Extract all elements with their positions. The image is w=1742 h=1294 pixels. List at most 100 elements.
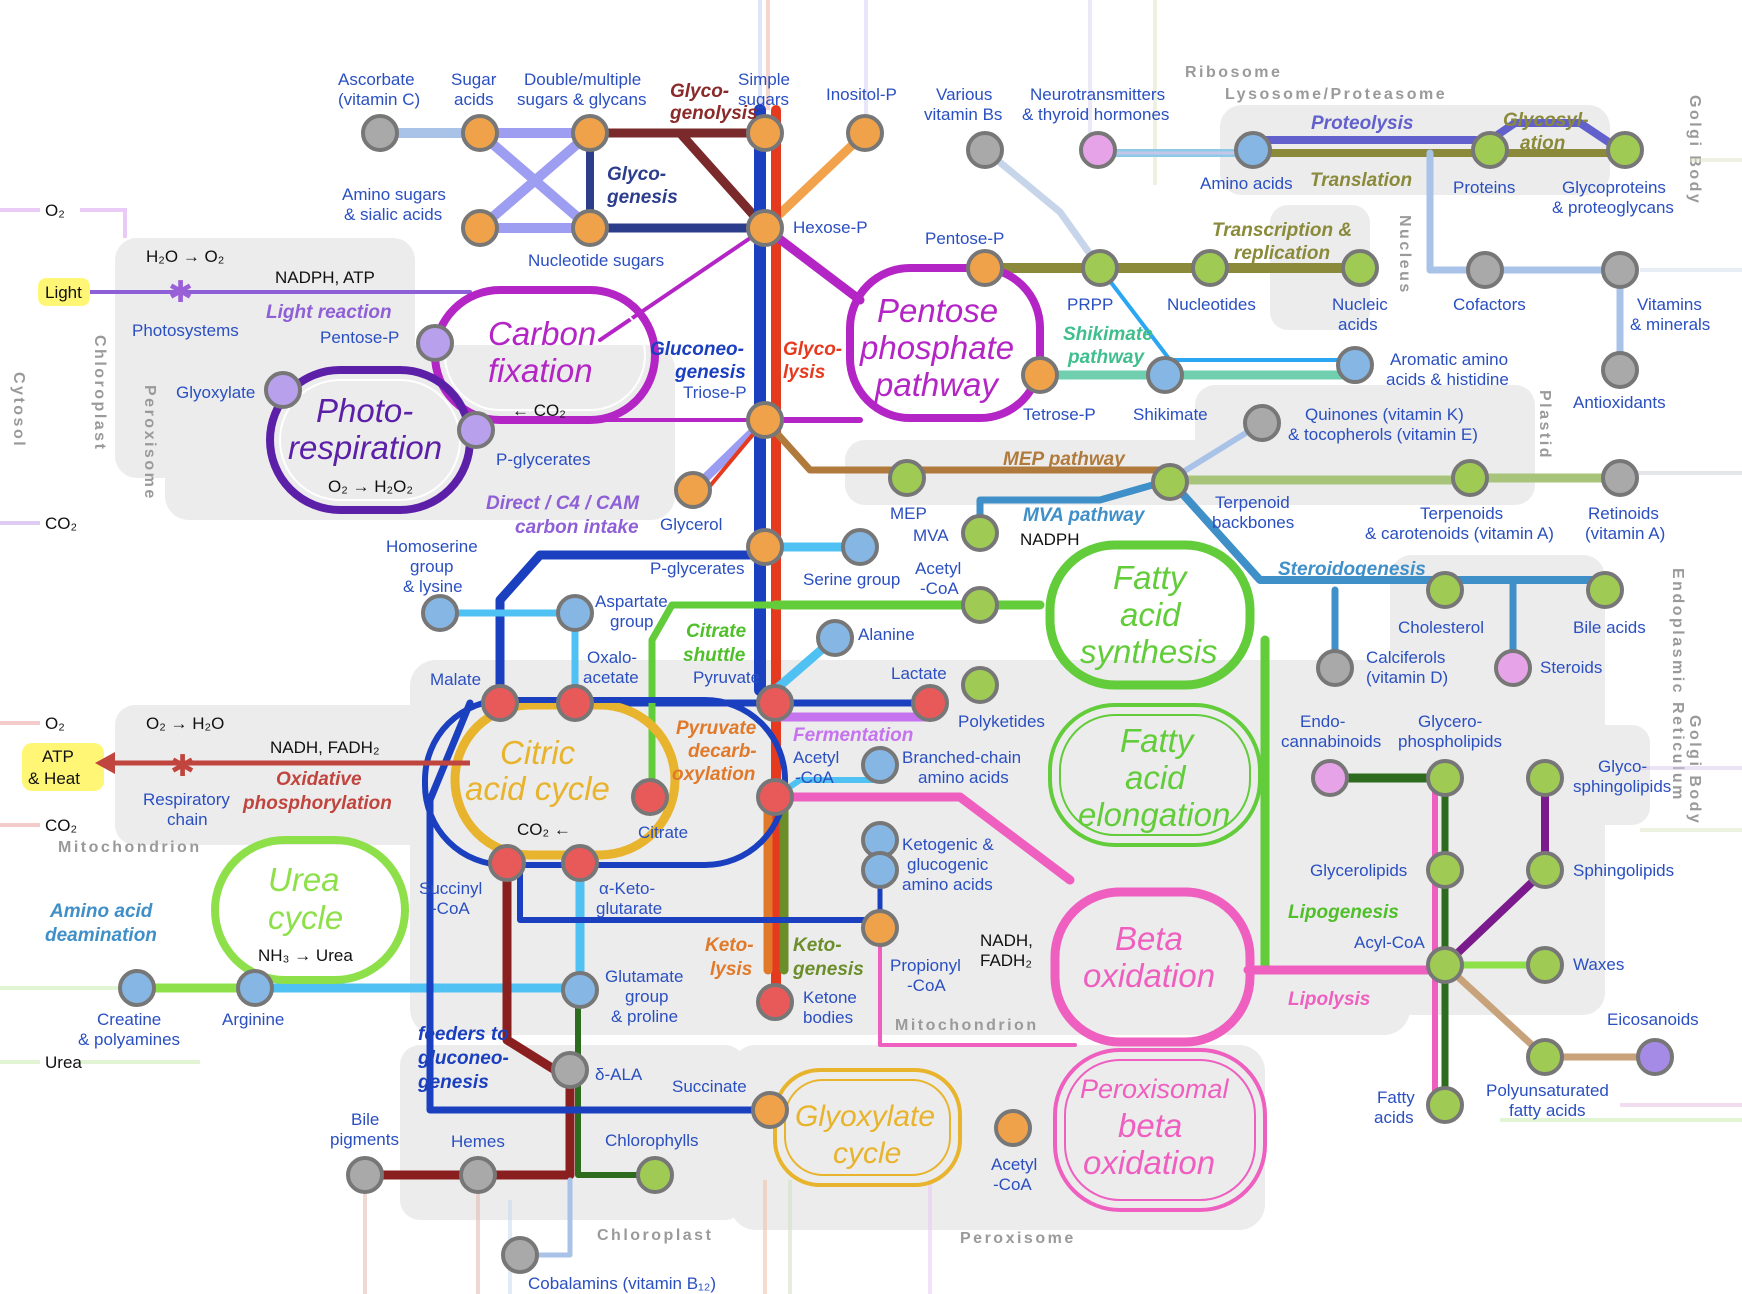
station-glyoxylate[interactable] <box>264 371 302 409</box>
station-ascorbate[interactable] <box>361 114 399 152</box>
station-ketone[interactable] <box>756 983 794 1021</box>
station-acetyl-perox[interactable] <box>994 1109 1032 1147</box>
glycolysis-label-1: Glyco- <box>783 339 842 360</box>
station-lactate[interactable] <box>911 684 949 722</box>
station-pufa[interactable] <box>1526 1038 1564 1076</box>
station-homoserine[interactable] <box>421 594 459 632</box>
station-tetrose[interactable] <box>1021 356 1059 394</box>
pyruvate-decarb-label-2: decarb- <box>688 741 757 762</box>
station-polyketides[interactable] <box>961 666 999 704</box>
station-cofactors[interactable] <box>1466 251 1504 289</box>
station-triose[interactable] <box>746 401 784 439</box>
station-fatty-acids[interactable] <box>1426 1086 1464 1124</box>
line-homoserine <box>495 550 770 708</box>
station-amino-acids[interactable] <box>1234 131 1272 169</box>
station-chlorophylls[interactable] <box>636 1156 674 1194</box>
station-inositol[interactable] <box>846 114 884 152</box>
station-mva[interactable] <box>961 514 999 552</box>
station-succinate[interactable] <box>751 1091 789 1129</box>
station-aromatic[interactable] <box>1336 346 1374 384</box>
station-retinoids[interactable] <box>1601 459 1639 497</box>
station-sugar-acids[interactable] <box>461 114 499 152</box>
station-calciferols[interactable] <box>1316 649 1354 687</box>
station-glutamate[interactable] <box>561 971 599 1009</box>
station-pentose-top[interactable] <box>966 249 1004 287</box>
station-glycerolipids[interactable] <box>1426 851 1464 889</box>
station-quinones[interactable] <box>1243 404 1281 442</box>
station-p-glycerates-top[interactable] <box>457 411 495 449</box>
light-badge[interactable] <box>38 278 90 306</box>
station-amino-sugars[interactable] <box>461 209 499 247</box>
station-aketo[interactable] <box>561 844 599 882</box>
station-simple-sugars[interactable] <box>746 114 784 152</box>
mitochondrion-region-center <box>410 660 1410 1035</box>
station-eicosanoids[interactable] <box>1636 1038 1674 1076</box>
cholesterol-label: Cholesterol <box>1398 618 1484 637</box>
station-steroids[interactable] <box>1494 649 1532 687</box>
station-prpp[interactable] <box>1081 249 1119 287</box>
station-endocannabinoids[interactable] <box>1311 759 1349 797</box>
station-p-glycerates[interactable] <box>746 528 784 566</box>
station-hexose[interactable] <box>746 209 784 247</box>
oxalo-label-1: Oxalo- <box>587 648 637 667</box>
carbon-fixation-label-1: Carbon <box>488 315 596 352</box>
station-glycoproteins[interactable] <box>1606 131 1644 169</box>
station-hemes[interactable] <box>459 1156 497 1194</box>
station-mep[interactable] <box>888 459 926 497</box>
station-pentose-cf[interactable] <box>416 324 454 362</box>
lactate-label: Lactate <box>891 664 947 683</box>
station-ala[interactable] <box>551 1051 589 1089</box>
station-neuro[interactable] <box>1079 131 1117 169</box>
station-terpenoids[interactable] <box>1451 459 1489 497</box>
station-glycerol[interactable] <box>674 471 712 509</box>
compartment-labels: Cytosol Chloroplast Peroxisome Mitochond… <box>10 64 1703 1247</box>
station-malate[interactable] <box>481 684 519 722</box>
pufa-label-2: fatty acids <box>1509 1101 1586 1120</box>
station-arginine[interactable] <box>236 969 274 1007</box>
station-bile-pigments[interactable] <box>346 1156 384 1194</box>
station-succinyl[interactable] <box>488 844 526 882</box>
station-glycosphingolipids[interactable] <box>1526 759 1564 797</box>
station-acetyl-top[interactable] <box>961 586 999 624</box>
station-double-sugars[interactable] <box>571 114 609 152</box>
station-bile-acids[interactable] <box>1586 571 1624 609</box>
peroxisome-label-bottom: Peroxisome <box>960 1230 1076 1247</box>
ribosome-label: Ribosome <box>1185 64 1282 81</box>
station-terpenoid-backbones[interactable] <box>1151 463 1189 501</box>
glyoxylate-cycle-label-2: cycle <box>833 1137 901 1170</box>
station-waxes[interactable] <box>1526 946 1564 984</box>
station-acetyl-mid[interactable] <box>756 778 794 816</box>
creatine-label-2: & polyamines <box>78 1030 180 1049</box>
station-glycerophospholipids[interactable] <box>1426 759 1464 797</box>
station-cobalamins[interactable] <box>501 1236 539 1274</box>
carbon-fixation-label-2: fixation <box>488 352 593 389</box>
station-ketogenic-2[interactable] <box>861 851 899 889</box>
station-alanine[interactable] <box>816 619 854 657</box>
station-various-b[interactable] <box>966 131 1004 169</box>
station-cholesterol[interactable] <box>1426 571 1464 609</box>
station-proteins[interactable] <box>1471 131 1509 169</box>
station-antioxidants[interactable] <box>1601 351 1639 389</box>
perox-beta-ring <box>1053 1048 1267 1212</box>
station-vitamins[interactable] <box>1601 251 1639 289</box>
station-propionyl[interactable] <box>861 909 899 947</box>
light-reaction-label: Light reaction <box>266 302 392 323</box>
station-serine[interactable] <box>841 528 879 566</box>
glycogenesis-label-2: genesis <box>606 187 678 208</box>
station-nucleotide-sugars[interactable] <box>571 209 609 247</box>
atp-badge[interactable] <box>22 743 104 791</box>
polyketides-label: Polyketides <box>958 712 1045 731</box>
triose-label: Triose-P <box>683 383 747 402</box>
station-nucleotides[interactable] <box>1191 249 1229 287</box>
station-branched[interactable] <box>861 746 899 784</box>
station-nucleic-acids[interactable] <box>1341 249 1379 287</box>
station-shikimate[interactable] <box>1146 356 1184 394</box>
station-creatine[interactable] <box>118 969 156 1007</box>
station-citrate[interactable] <box>631 778 669 816</box>
station-acyl[interactable] <box>1426 946 1464 984</box>
station-pyruvate[interactable] <box>756 684 794 722</box>
station-aspartate[interactable] <box>556 594 594 632</box>
station-sphingolipids[interactable] <box>1526 851 1564 889</box>
fatty-elong-label-3: elongation <box>1078 796 1230 833</box>
station-oxalo[interactable] <box>556 684 594 722</box>
